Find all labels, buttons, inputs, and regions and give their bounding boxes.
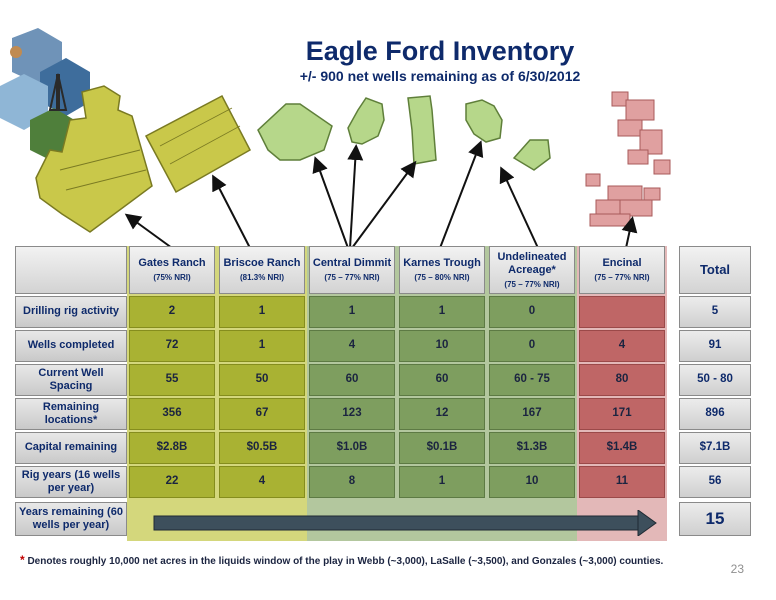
page-title: Eagle Ford Inventory — [305, 36, 575, 66]
column-nri: (75% NRI) — [153, 273, 191, 283]
row-label: Years remaining (60 wells per year) — [15, 502, 127, 536]
table-cell: 0 — [489, 330, 575, 362]
column-name: Central Dimmit — [312, 257, 392, 270]
row-label: Capital remaining — [15, 432, 127, 464]
column-header: Encinal (75 – 77% NRI) — [579, 246, 665, 294]
table-cell: 356 — [129, 398, 215, 430]
footnote-text: Denotes roughly 10,000 net acres in the … — [27, 556, 664, 567]
table-cell: 123 — [309, 398, 395, 430]
table-cell: 60 - 75 — [489, 364, 575, 396]
table-cell: 4 — [309, 330, 395, 362]
total-header: Total — [679, 246, 751, 294]
row-label: Wells completed — [15, 330, 127, 362]
table-cell: 1 — [399, 296, 485, 328]
column-name: Gates Ranch — [138, 257, 206, 270]
column-nri: (75 – 80% NRI) — [414, 273, 470, 283]
page-subtitle: +/- 900 net wells remaining as of 6/30/2… — [299, 68, 581, 84]
column-nri: (81.3% NRI) — [239, 273, 284, 283]
table-cell: 60 — [399, 364, 485, 396]
column-nri: (75 – 77% NRI) — [594, 273, 650, 283]
table-cell: 2 — [129, 296, 215, 328]
row-label: Drilling rig activity — [15, 296, 127, 328]
inventory-table: Gates Ranch (75% NRI) Briscoe Ranch (81.… — [15, 246, 755, 541]
table-cell: 50 — [219, 364, 305, 396]
table-cell: 67 — [219, 398, 305, 430]
column-header: Undelineated Acreage* (75 – 77% NRI) — [489, 246, 575, 294]
column-header: Karnes Trough (75 – 80% NRI) — [399, 246, 485, 294]
table-cell: $1.0B — [309, 432, 395, 464]
karnes-trough-map — [465, 99, 551, 171]
company-logo — [0, 28, 90, 162]
table-cell: 4 — [579, 330, 665, 362]
timeline-arrow — [153, 510, 657, 536]
column-name: Undelineated Acreage* — [497, 250, 567, 276]
gates-ranch-map — [35, 85, 153, 233]
page-number: 23 — [730, 562, 744, 576]
column-name: Briscoe Ranch — [223, 257, 301, 270]
row-label: Remaining locations* — [15, 398, 127, 430]
total-cell: 5 — [679, 296, 751, 328]
table-cell: $1.3B — [489, 432, 575, 464]
table-cell: 12 — [399, 398, 485, 430]
table-cell: 10 — [399, 330, 485, 362]
column-nri: (75 – 77% NRI) — [504, 279, 560, 289]
total-cell: 896 — [679, 398, 751, 430]
table-cell: $2.8B — [129, 432, 215, 464]
table-cell: 11 — [579, 466, 665, 498]
table-cell — [579, 296, 665, 328]
table-cell: 167 — [489, 398, 575, 430]
arrows — [124, 140, 638, 249]
row-label: Rig years (16 wells per year) — [15, 466, 127, 498]
table-cell: 72 — [129, 330, 215, 362]
encinal-map — [585, 91, 671, 227]
table-cell: 4 — [219, 466, 305, 498]
central-dimmit-map — [257, 95, 437, 165]
table-cell: $0.1B — [399, 432, 485, 464]
column-header: Briscoe Ranch (81.3% NRI) — [219, 246, 305, 294]
briscoe-ranch-map — [144, 94, 251, 194]
table-cell: 10 — [489, 466, 575, 498]
total-cell: $7.1B — [679, 432, 751, 464]
table-cell: 1 — [219, 296, 305, 328]
footnote: * Denotes roughly 10,000 net acres in th… — [20, 553, 663, 567]
table-cell: 1 — [399, 466, 485, 498]
table-cell: $0.5B — [219, 432, 305, 464]
table-cell: 22 — [129, 466, 215, 498]
row-label: Current Well Spacing — [15, 364, 127, 396]
column-name: Encinal — [602, 257, 642, 270]
column-nri: (75 – 77% NRI) — [324, 273, 380, 283]
table-cell: 1 — [219, 330, 305, 362]
column-header: Central Dimmit (75 – 77% NRI) — [309, 246, 395, 294]
total-cell: 56 — [679, 466, 751, 498]
table-cell: 80 — [579, 364, 665, 396]
table-cell: 60 — [309, 364, 395, 396]
column-header: Gates Ranch (75% NRI) — [129, 246, 215, 294]
total-cell: 91 — [679, 330, 751, 362]
column-name: Karnes Trough — [403, 257, 481, 270]
table-cell: 0 — [489, 296, 575, 328]
acreage-maps — [35, 85, 671, 249]
footnote-star: * — [20, 553, 25, 567]
table-cell: 1 — [309, 296, 395, 328]
total-years-remaining: 15 — [679, 502, 751, 536]
table-cell: 8 — [309, 466, 395, 498]
table-cell: 55 — [129, 364, 215, 396]
table-cell: $1.4B — [579, 432, 665, 464]
table-cell: 171 — [579, 398, 665, 430]
total-cell: 50 - 80 — [679, 364, 751, 396]
header-blank — [15, 246, 127, 294]
